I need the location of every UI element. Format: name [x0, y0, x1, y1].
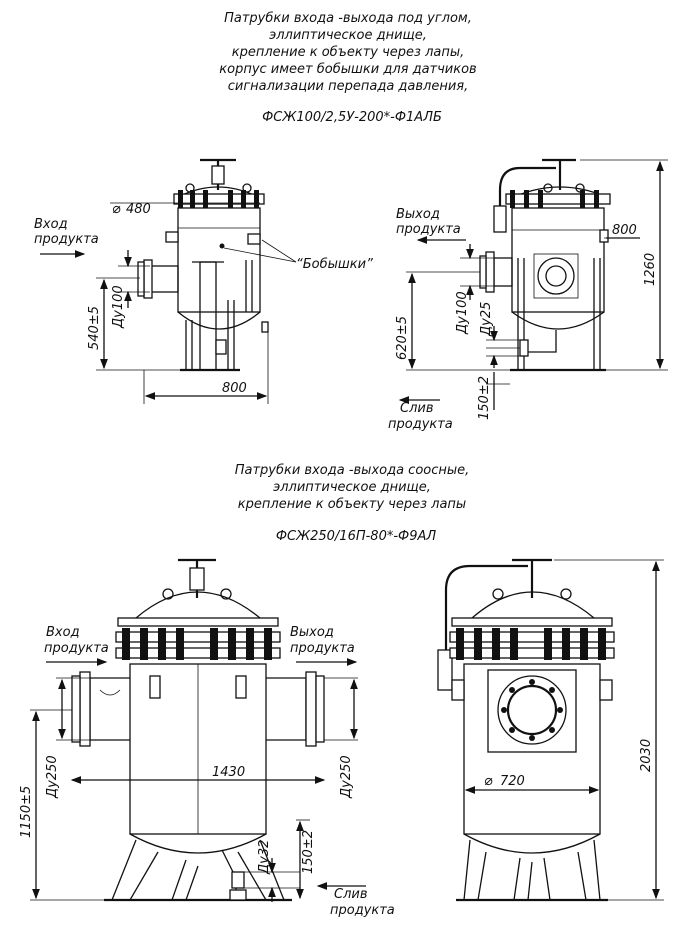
top-right-filter-view — [479, 158, 611, 372]
outlet-label-1: Выход — [290, 625, 334, 640]
inlet-label-2: продукта — [34, 232, 99, 247]
top-right-dimensions: Выход продукта Ду100 620±5 Ду25 150±2 Сл… — [388, 159, 668, 432]
top-caption-line-2: эллиптическое днище, — [269, 28, 427, 43]
diameter-value: 480 — [126, 202, 151, 217]
bottom-caption-line-1: Патрубки входа -выхода соосные, — [235, 463, 470, 478]
top-caption-line-4: корпус имеет бобышки для датчиков — [219, 62, 476, 77]
inlet-label-2: продукта — [44, 641, 109, 656]
drain-label-1: Слив — [400, 401, 434, 416]
total-height-dim: 1260 — [643, 253, 658, 286]
depth-dim: 800 — [612, 223, 637, 238]
bottom-caption-line-3: крепление к объекту через лапы — [238, 497, 466, 512]
outlet-label-1: Выход — [396, 207, 440, 222]
inlet-nozzle-size: Ду100 — [111, 285, 126, 329]
handwheel-icon — [200, 158, 236, 190]
right-nozzle-size: Ду250 — [339, 755, 354, 799]
inlet-height-dim: 540±5 — [87, 306, 102, 350]
top-left-filter-view — [137, 158, 269, 372]
top-caption: Патрубки входа -выхода под углом, эллипт… — [219, 11, 476, 125]
outlet-label-2: продукта — [290, 641, 355, 656]
top-model-code: ФСЖ100/2,5У-200*-Ф1АЛБ — [262, 110, 442, 125]
drain-label-2: продукта — [330, 903, 395, 918]
inlet-label-1: Вход — [46, 625, 80, 640]
bosses-label: “Бобышки” — [296, 257, 373, 272]
drain-label-1: Слив — [334, 887, 368, 902]
drain-nozzle-size: Ду25 — [479, 302, 494, 337]
top-caption-line-5: сигнализации перепада давления, — [228, 79, 469, 94]
outlet-label-2: продукта — [396, 222, 461, 237]
bottom-left-dimensions: Вход продукта Выход продукта Ду250 Ду250… — [19, 625, 395, 918]
diameter-symbol-icon: ⌀ — [484, 773, 493, 789]
left-nozzle-size: Ду250 — [45, 755, 60, 799]
inlet-height-dim: 1150±5 — [19, 786, 34, 838]
outlet-height-dim: 620±5 — [395, 316, 410, 360]
handwheel-icon — [542, 158, 576, 190]
side-total-height-dim: 2030 — [639, 739, 654, 772]
outlet-nozzle-size: Ду100 — [455, 291, 470, 335]
bottom-caption: Патрубки входа -выхода соосные, эллиптич… — [235, 463, 470, 544]
inlet-label-1: Вход — [34, 217, 68, 232]
drain-label-2: продукта — [388, 417, 453, 432]
top-caption-line-3: крепление к объекту через лапы, — [232, 45, 465, 60]
width-dim: 800 — [222, 381, 247, 396]
width-dim: 1430 — [212, 765, 245, 780]
top-left-dimensions: Вход продукта ⌀ 480 “Бобышки” Ду100 540±… — [34, 201, 373, 404]
bottom-model-code: ФСЖ250/16П-80*-Ф9АЛ — [276, 529, 437, 544]
top-caption-line-1: Патрубки входа -выхода под углом, — [224, 11, 472, 26]
bottom-right-dimensions: ⌀ 720 2030 — [464, 559, 664, 901]
diameter-symbol-icon: ⌀ — [112, 201, 121, 217]
drain-nozzle-size: Ду32 — [257, 840, 272, 875]
drain-height-dim: 150±2 — [477, 376, 492, 420]
bottom-left-filter-view — [71, 558, 325, 902]
drain-height-dim: 150±2 — [301, 830, 316, 874]
bottom-right-filter-view — [437, 558, 615, 902]
side-diameter-dim: 720 — [500, 774, 525, 789]
bottom-caption-line-2: эллиптическое днище, — [273, 480, 431, 495]
